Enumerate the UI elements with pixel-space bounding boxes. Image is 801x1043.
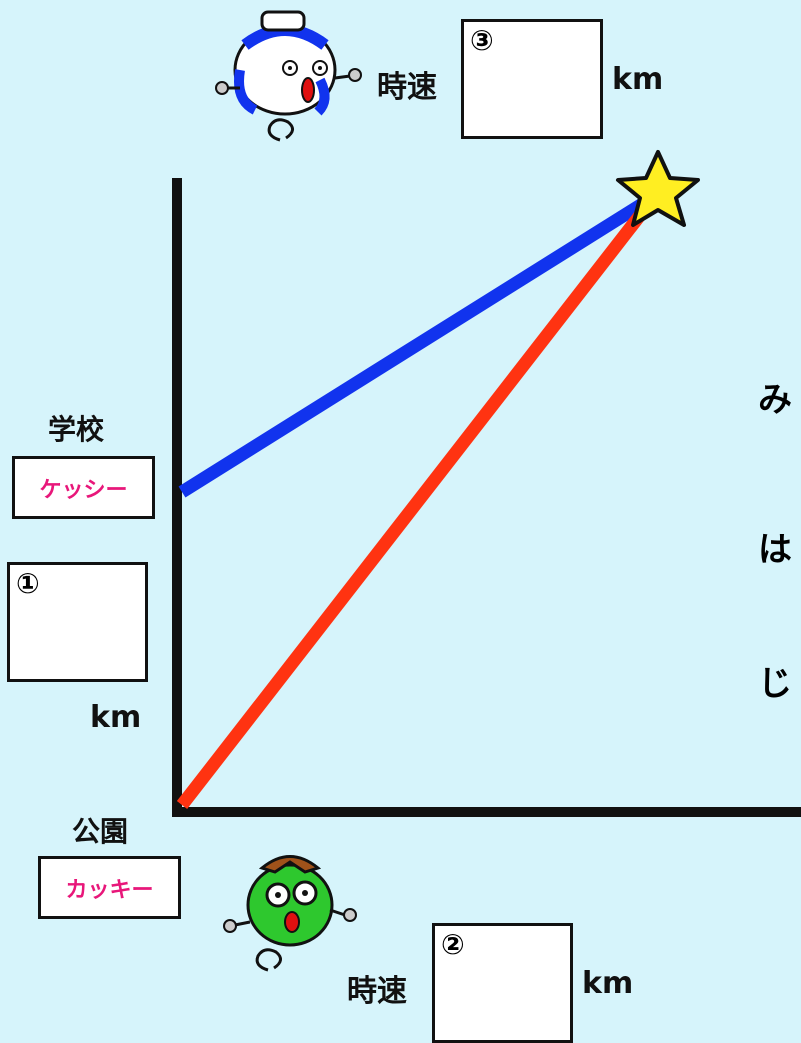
blue-line	[178, 190, 659, 498]
star-icon	[616, 150, 700, 227]
park-label: 公園	[72, 815, 129, 848]
answer-box-1[interactable]: ①	[7, 562, 148, 682]
answer-box-3-number: ③	[470, 24, 494, 57]
unit-label-bottom: km	[582, 966, 634, 1001]
unit-label-left: km	[90, 700, 142, 735]
kakki-tag: カッキー	[38, 856, 181, 919]
red-line	[176, 192, 661, 809]
answer-box-1-number: ①	[16, 567, 40, 600]
right-text-2: は	[758, 530, 792, 570]
kesshi-tag: ケッシー	[12, 456, 155, 519]
answer-box-3[interactable]: ③	[461, 19, 603, 139]
blue-runner-icon	[215, 10, 362, 142]
right-text-3: じ	[758, 664, 792, 704]
speed-label-top: 時速	[377, 70, 437, 105]
answer-box-2-number: ②	[441, 928, 465, 961]
speed-label-bottom: 時速	[347, 974, 407, 1009]
green-runner-icon	[223, 855, 357, 972]
right-text-1: み	[758, 380, 792, 420]
unit-label-top: km	[612, 62, 664, 97]
school-label: 学校	[48, 413, 105, 446]
answer-box-2[interactable]: ②	[432, 923, 573, 1043]
